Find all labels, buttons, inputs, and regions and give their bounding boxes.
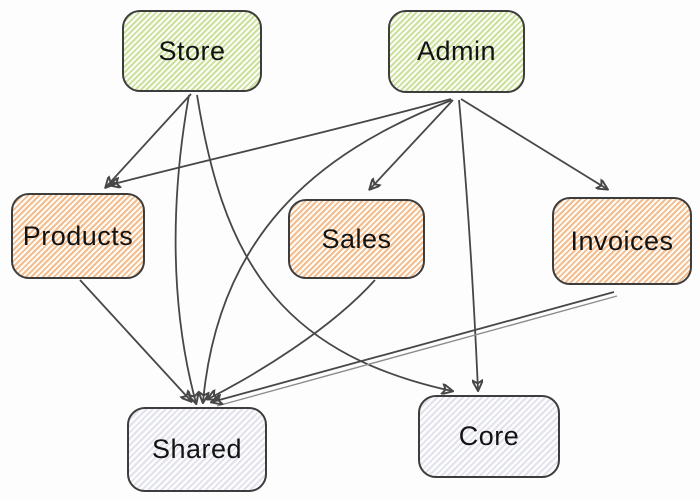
node-invoices: Invoices [552,197,692,285]
edge-sales-shared [208,279,376,399]
node-shared-label: Shared [151,434,243,464]
edge-invoices-shared-ghost [216,295,618,407]
edge-store-products [106,93,192,187]
node-core-label: Core [458,421,520,451]
node-admin-label: Admin [416,36,497,66]
node-products-label: Products [22,220,134,251]
node-store-label: Store [158,35,226,66]
node-sales-label: Sales [321,223,392,254]
edge-admin-invoices [460,98,607,189]
node-invoices-label: Invoices [570,225,674,256]
edge-admin-products [110,98,452,185]
edge-admin-shared [203,99,453,402]
node-admin: Admin [388,10,525,93]
edge-products-shared [79,279,191,401]
edge-admin-sales [370,99,454,189]
edge-admin-core [458,99,478,390]
node-store: Store [122,10,262,92]
edge-store-core [196,94,452,391]
node-core: Core [418,395,560,478]
node-products: Products [11,193,145,279]
edge-store-shared [174,94,196,403]
edge-invoices-shared [212,291,615,402]
node-sales: Sales [288,199,425,279]
node-shared: Shared [127,407,267,492]
